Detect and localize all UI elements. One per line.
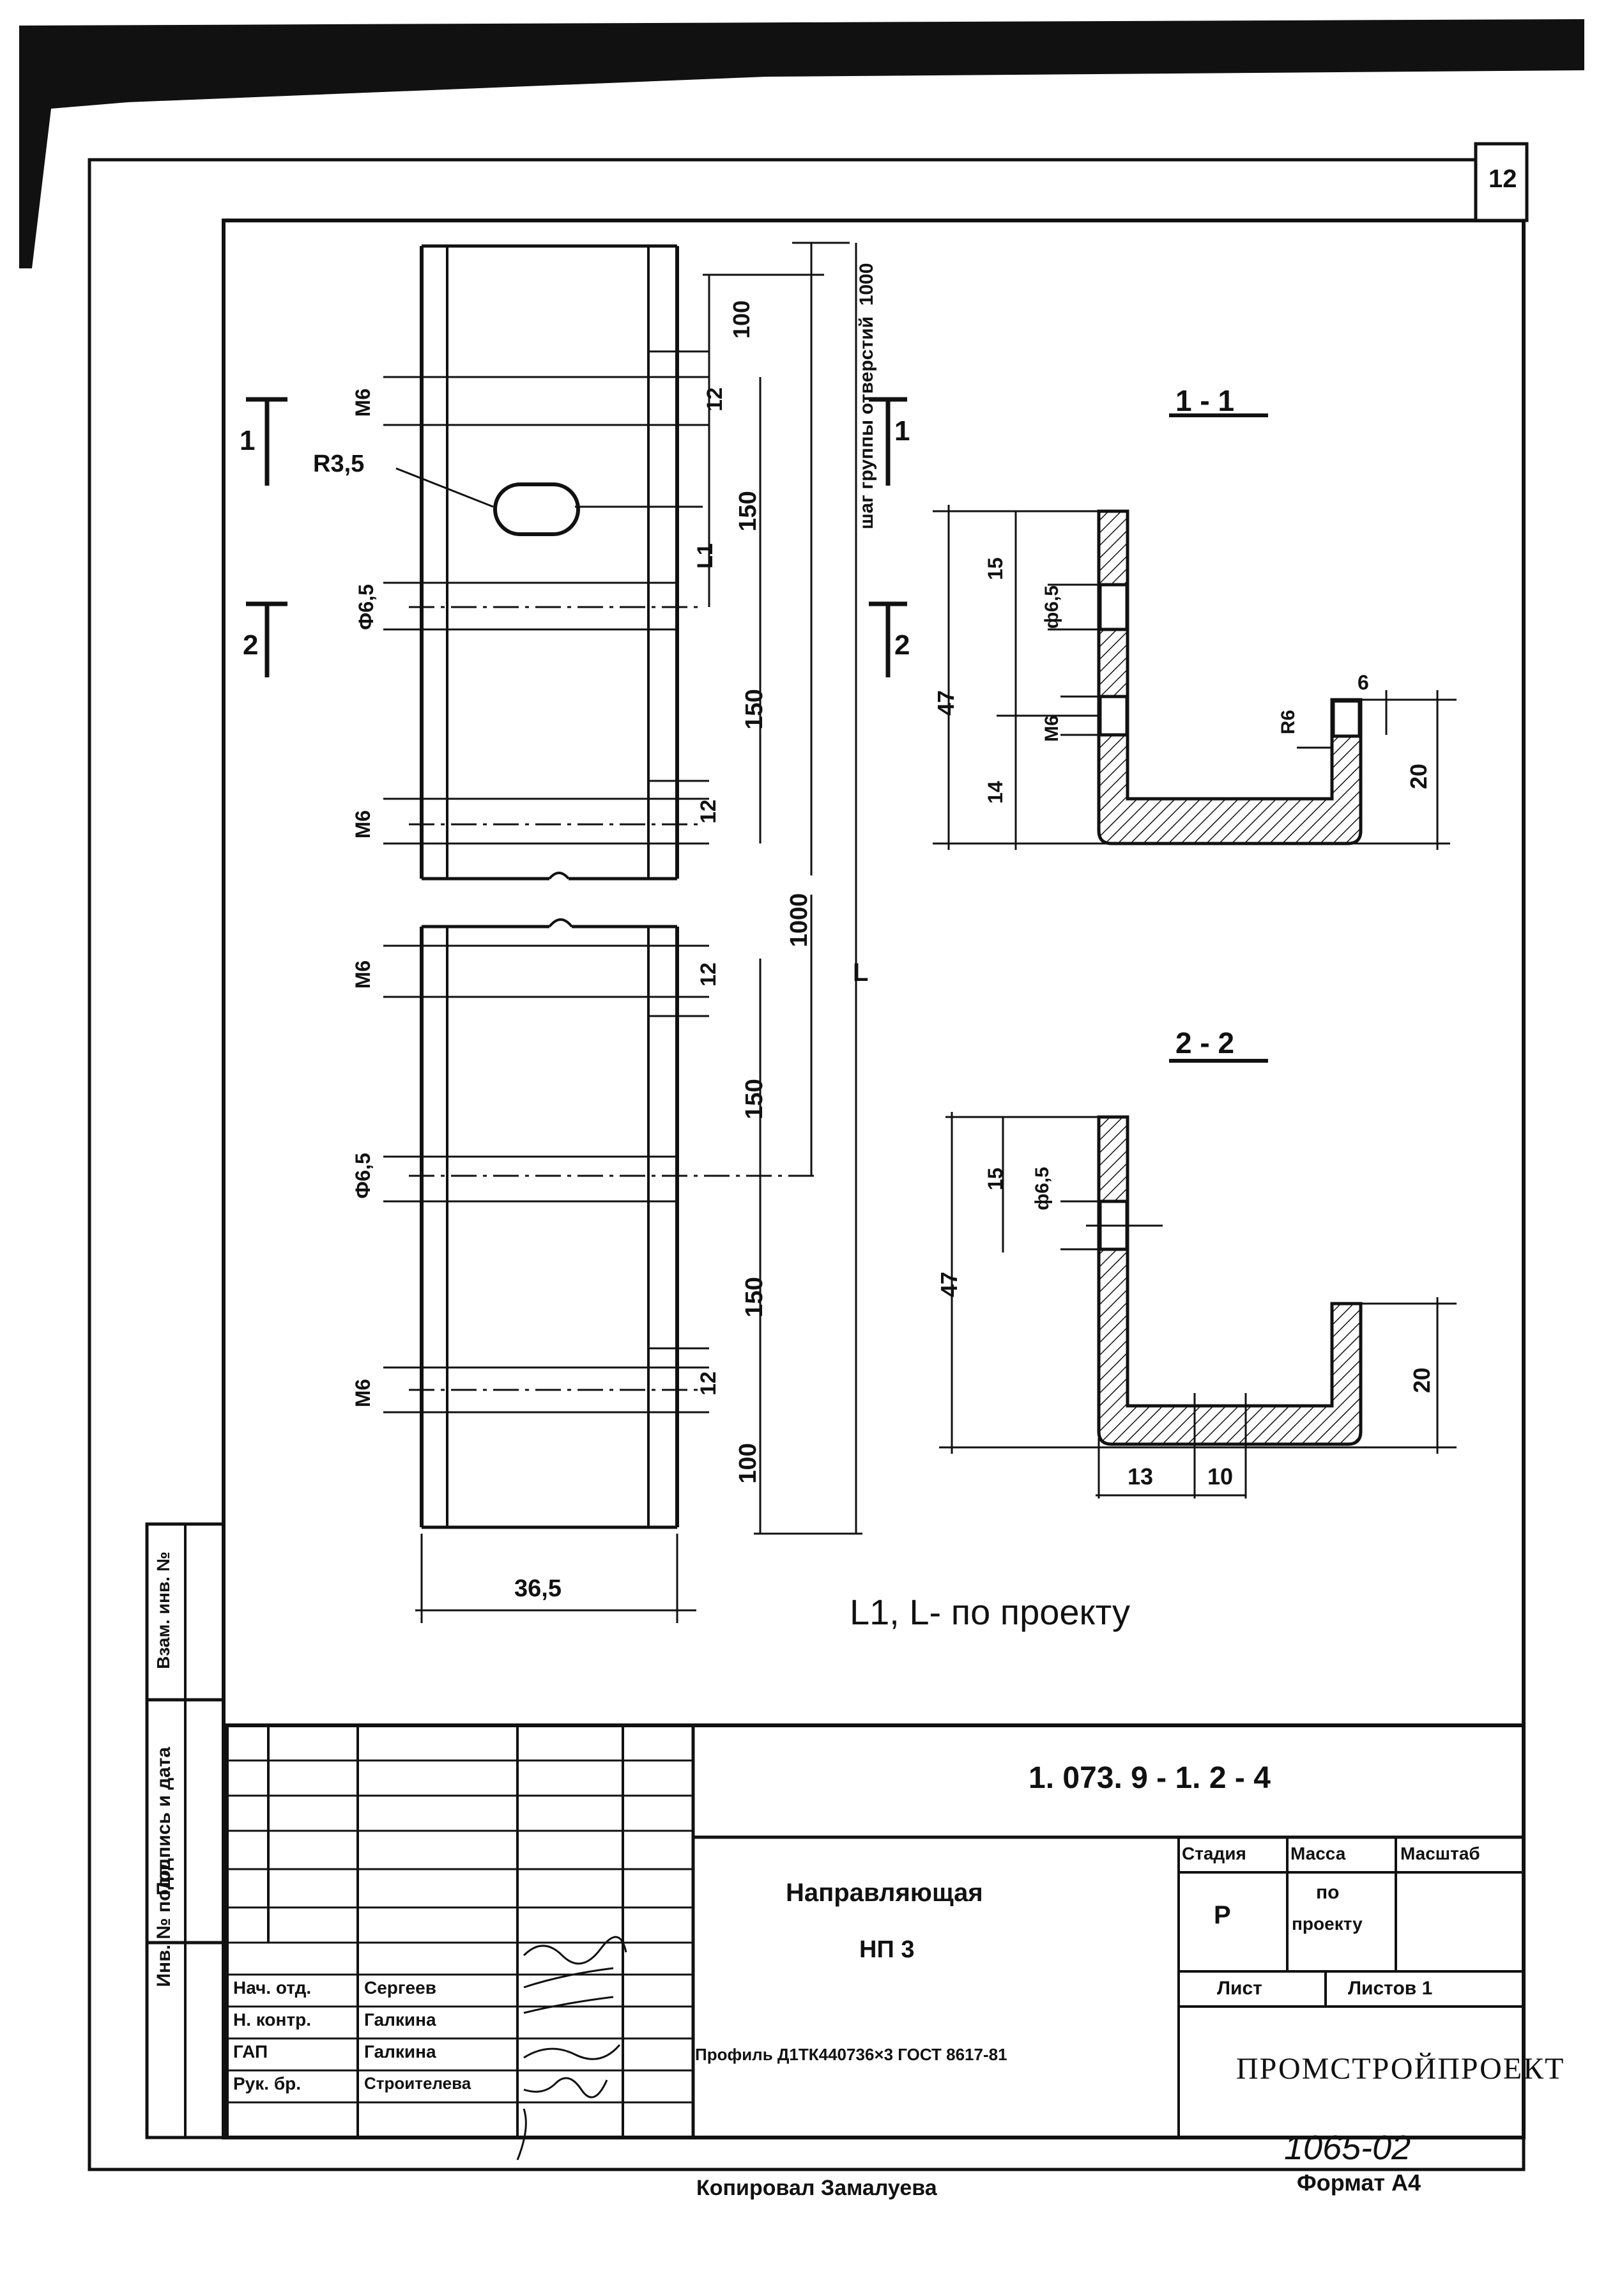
role-3: ГАП (233, 2042, 268, 2061)
plan-view-upper (383, 242, 857, 1534)
s1-dim-14: 14 (984, 781, 1007, 804)
sheet-number-box (1474, 142, 1529, 222)
dim-100-top: 100 (728, 300, 754, 339)
handwritten-number: 1065-02 (1284, 2129, 1411, 2167)
role-4: Рук. бр. (233, 2074, 301, 2093)
scale-label: Масштаб (1400, 1844, 1480, 1863)
dim-l: L (853, 959, 869, 987)
s2-dim-10: 10 (1207, 1463, 1234, 1490)
copied-by: Копировал Замалуева (696, 2176, 937, 2200)
profile-spec: Профиль Д1ТК440736×3 ГОСТ 8617-81 (695, 2045, 1007, 2064)
mass-value-1: по (1316, 1882, 1340, 1903)
m6-label-4: M6 (351, 1378, 374, 1408)
section-mark-2-left: 2 (243, 629, 259, 661)
organization: ПРОМСТРОЙПРОЕКТ (1236, 2052, 1565, 2086)
dim-150-c: 150 (741, 1079, 768, 1120)
role-1: Нач. отд. (233, 1978, 312, 1998)
dim-l1: L1 (693, 543, 717, 569)
dim-1000: 1000 (786, 893, 813, 948)
sheet-number: 12 (1488, 165, 1517, 193)
sheet-label: Лист (1217, 1978, 1262, 1999)
dim-12-b: 12 (696, 799, 721, 824)
s2-dim-13: 13 (1128, 1463, 1154, 1490)
dim-12-c: 12 (696, 962, 721, 987)
stage-value: Р (1214, 1901, 1231, 1929)
s1-m6: M6 (1041, 715, 1062, 742)
side-sign-date: Подпись и дата (153, 1746, 174, 1896)
mass-label: Масса (1290, 1844, 1346, 1863)
s2-phi: ф6,5 (1032, 1167, 1053, 1210)
dim-150-b: 150 (741, 689, 768, 730)
length-note: L1, L- по проекту (850, 1592, 1130, 1632)
dim-width: 36,5 (514, 1575, 562, 1602)
dim-100-bottom: 100 (735, 1443, 761, 1484)
s2-dim-20: 20 (1409, 1367, 1435, 1394)
outer-frame (88, 158, 1526, 2171)
sheet-format: Формат А4 (1297, 2169, 1421, 2196)
section-mark-1-left: 1 (240, 425, 256, 456)
dim-150-d: 150 (741, 1277, 768, 1318)
stage-label: Стадия (1182, 1844, 1246, 1863)
side-vzam: Взам. инв. № (153, 1552, 173, 1669)
scan-edge-artifact (19, 19, 1584, 268)
pitch-label: шаг группы отверстий 1000 (856, 263, 877, 530)
s1-r6: R6 (1278, 709, 1299, 735)
signature-marks (516, 1936, 627, 2161)
section-mark-2-right: 2 (894, 629, 910, 661)
phi-label-1: Ф6,5 (355, 584, 378, 630)
section-2-2 (939, 1059, 1457, 1499)
s1-phi: ф6,5 (1041, 585, 1062, 629)
m6-label-3: M6 (351, 960, 374, 989)
section-2-title: 2 - 2 (1175, 1026, 1235, 1059)
sheets-count: Листов 1 (1348, 1978, 1433, 1999)
s1-dim-20: 20 (1405, 763, 1432, 790)
doc-code: 1. 073. 9 - 1. 2 - 4 (1029, 1761, 1271, 1795)
dim-150-a: 150 (735, 491, 761, 532)
s1-dim-6: 6 (1358, 671, 1369, 694)
doc-subtitle: НП 3 (859, 1936, 915, 1963)
title-block-grid (225, 1723, 1526, 2139)
dim-12-d: 12 (696, 1371, 721, 1396)
m6-label-2: M6 (351, 810, 374, 839)
name-1: Сергеев (364, 1978, 436, 1998)
m6-label-1: M6 (351, 388, 374, 417)
plan-view-lower (383, 895, 862, 1623)
s1-dim-47: 47 (933, 690, 959, 716)
doc-title: Направляющая (786, 1879, 983, 1907)
name-4: Строителева (364, 2074, 471, 2093)
section-1-title: 1 - 1 (1175, 384, 1235, 417)
section-1-1 (933, 413, 1457, 850)
s2-dim-47: 47 (936, 1271, 962, 1298)
radius-label: R3,5 (313, 451, 365, 477)
s2-dim-15: 15 (984, 1167, 1007, 1190)
phi-label-2: Ф6,5 (351, 1153, 374, 1199)
section-marks (246, 397, 907, 677)
dim-12-a: 12 (703, 387, 727, 412)
section-mark-1-right: 1 (894, 415, 910, 447)
mass-value-2: проекту (1292, 1914, 1363, 1934)
s1-dim-15: 15 (984, 557, 1007, 580)
name-2: Галкина (364, 2010, 436, 2030)
role-2: Н. контр. (233, 2010, 312, 2030)
name-3: Галкина (364, 2042, 436, 2061)
